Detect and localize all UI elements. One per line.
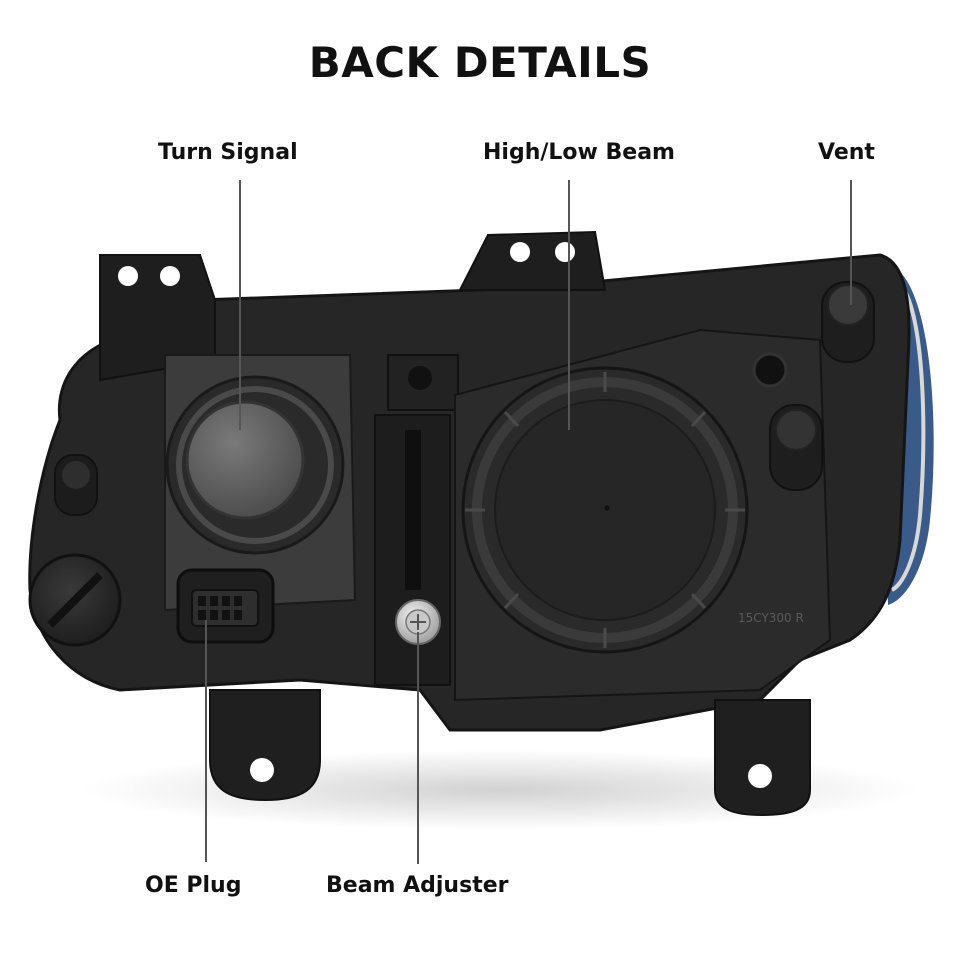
leader-high-low-beam [568,180,570,430]
housing-mark: 15CY300 R [738,611,804,625]
leader-vent [850,180,852,305]
callout-beam-adjuster: Beam Adjuster [326,873,509,898]
leader-oe-plug [205,620,207,862]
page-title: BACK DETAILS [308,38,652,87]
leader-beam-adjuster [417,632,419,864]
mounting-tab-left [99,254,216,382]
callout-vent: Vent [818,140,875,165]
callout-turn-signal: Turn Signal [158,140,298,165]
callout-high-low-beam: High/Low Beam [483,140,675,165]
mounting-tab-center [458,230,607,291]
mounting-tab-bottom-left [209,689,321,802]
mounting-tab-bottom-right [714,699,811,817]
leader-turn-signal [239,180,241,430]
callout-oe-plug: OE Plug [145,873,242,898]
